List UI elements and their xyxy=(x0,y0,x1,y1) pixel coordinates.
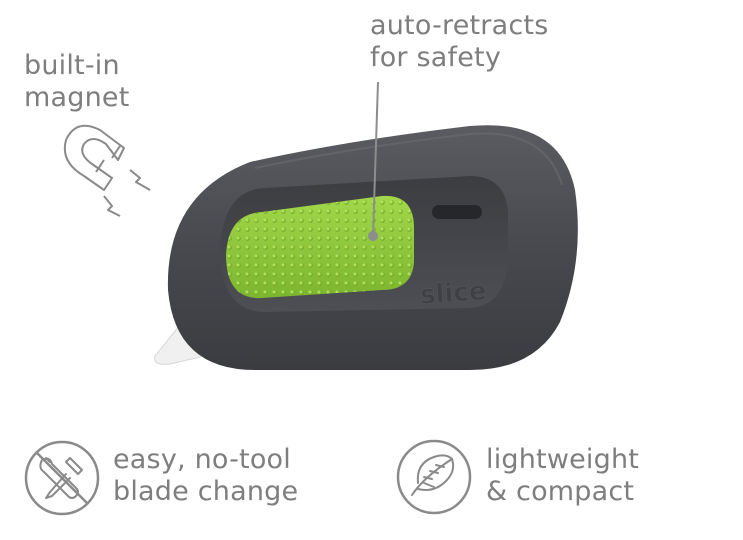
brand-logo: slice xyxy=(419,276,487,311)
no-tool-feature-line1: easy, no-tool xyxy=(113,444,291,475)
no-tool-feature-text: easy, no-tool blade change xyxy=(113,444,298,508)
safety-slider[interactable] xyxy=(226,195,414,299)
no-tool-feature-line2: blade change xyxy=(113,476,299,507)
feather-icon xyxy=(396,439,472,515)
magnet-callout-line2: magnet xyxy=(24,82,130,113)
retract-leader-dot xyxy=(368,231,378,241)
lightweight-feature-text: lightweight & compact xyxy=(486,444,639,508)
retract-callout: auto-retracts for safety xyxy=(370,10,548,74)
no-tool-icon xyxy=(24,440,100,516)
lightweight-feature-line2: & compact xyxy=(486,476,635,507)
slider-slot xyxy=(432,205,482,219)
body-highlight xyxy=(254,132,563,186)
retract-callout-line1: auto-retracts xyxy=(370,10,549,41)
retract-callout-line2: for safety xyxy=(370,42,502,73)
magnet-icon xyxy=(63,124,151,217)
magnet-callout-line1: built-in xyxy=(24,50,120,81)
lightweight-feature-line1: lightweight xyxy=(486,444,640,475)
retract-leader-line xyxy=(372,81,379,237)
magnet-callout: built-in magnet xyxy=(24,50,130,114)
